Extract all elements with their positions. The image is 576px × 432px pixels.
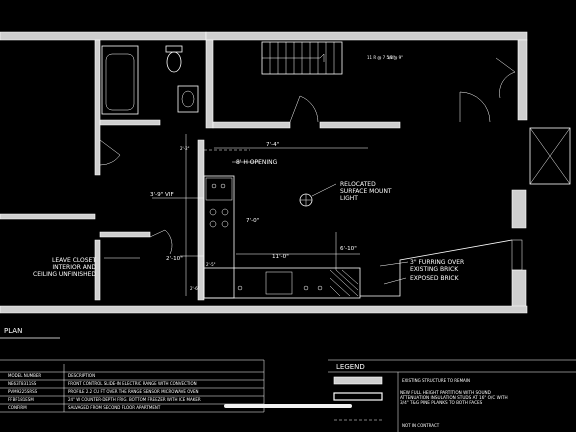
- bathtub: [101, 45, 139, 115]
- window-right: [529, 127, 571, 185]
- legend-swatch-existing: [333, 376, 383, 385]
- wall-right-upper: [517, 39, 528, 121]
- schedule-row-4-model: CONFIRM: [8, 405, 27, 410]
- door-swing-closet: [149, 229, 173, 255]
- label-opening: 8' H OPENING: [236, 159, 278, 166]
- radiator: [511, 239, 523, 271]
- dim-11-0: 11'-0": [272, 254, 289, 260]
- appliance-schedule: [0, 359, 265, 413]
- door-swing-right: [495, 57, 516, 99]
- label-furring-text: 3" FURRING OVER: [410, 259, 464, 266]
- legend-swatch-new: [333, 392, 383, 401]
- wall-closet-right: [94, 239, 101, 301]
- dim-2-6: 2'-6": [190, 286, 200, 291]
- schedule-row-2-desc: PROFILE 2.2 CU FT OVER THE RANGE SENSOR …: [68, 389, 199, 394]
- schedule-row-1-desc: FRONT CONTROL SLIDE-IN ELECTRIC RANGE WI…: [68, 381, 197, 386]
- label-closet-text-line2: INTERIOR AND: [52, 264, 96, 271]
- wall-right-mid: [511, 189, 527, 229]
- scroll-handle[interactable]: [224, 404, 352, 408]
- legend-box: [328, 359, 576, 432]
- schedule-header-desc: DESCRIPTION: [68, 373, 95, 378]
- dim-7-0: 7'-0": [246, 218, 260, 224]
- range-burners: [209, 208, 229, 228]
- toilet-tank: [165, 45, 183, 53]
- schedule-row-3-model: FFBF181ESM: [8, 397, 34, 402]
- wall-top-left: [0, 31, 207, 41]
- schedule-header-model: MODEL NUMBER: [8, 373, 41, 378]
- label-closet-text-line3: CEILING UNFINISHED: [33, 271, 96, 278]
- stair-note-2: 14 @ 9": [387, 55, 403, 60]
- toilet-icon: [166, 51, 182, 73]
- dim-2-10: 2'-10": [166, 256, 183, 262]
- dim-6-10: 6'-10": [340, 246, 357, 252]
- dim-7-4: 7'-4": [266, 142, 280, 148]
- wall-kitchen-left: [197, 139, 205, 301]
- label-light-line1-line2: SURFACE MOUNT: [340, 188, 392, 195]
- legend-item-new: NEW FULL HEIGHT PARTITION WITH SOUND ATT…: [400, 390, 508, 405]
- stairs: [261, 41, 343, 75]
- door-swing-hall: [289, 95, 319, 123]
- furring-wall: [360, 239, 513, 297]
- legend-item-nic: NOT IN CONTRACT: [402, 423, 440, 428]
- refrigerator: [205, 177, 233, 201]
- stair-note-1: 11 R @ 7 5/8": [367, 55, 395, 60]
- legend-item-existing: EXISTING STRUCTURE TO REMAIN: [402, 378, 470, 383]
- label-furring-text-line2: EXISTING BRICK: [410, 266, 459, 273]
- counter-hatch: [329, 269, 359, 297]
- sink: [265, 271, 293, 295]
- wall-closet-top: [0, 213, 96, 220]
- bath-sink-bowl: [181, 90, 195, 108]
- kitchen-counter-bottom: [203, 267, 361, 299]
- wall-upper-interior: [205, 39, 214, 129]
- wall-hall: [212, 121, 291, 129]
- door-swing-upper: [459, 91, 491, 123]
- wall-top-right: [205, 31, 528, 41]
- legend-title: LEGEND: [336, 363, 365, 371]
- schedule-row-3-desc: 24" W COUNTER-DEPTH FRIG. BOTTOM FREEZER…: [68, 397, 201, 402]
- light-fixture-icon: [299, 183, 337, 207]
- schedule-row-4-desc: SALVAGED FROM SECOND FLOOR APARTMENT: [68, 405, 161, 410]
- appliance-icons: [211, 183, 323, 291]
- label-light-line1-line3: LIGHT: [340, 195, 358, 202]
- legend-item-new-wrap: NEW FULL HEIGHT PARTITION WITH SOUND ATT…: [400, 390, 508, 405]
- wall-bath-bottom: [99, 119, 161, 126]
- leader-exposed: [383, 277, 407, 285]
- wall-hall-right: [319, 121, 401, 129]
- label-closet-text: LEAVE CLOSET: [52, 257, 96, 264]
- label-exposed: EXPOSED BRICK: [410, 275, 460, 282]
- plan-title: PLAN: [4, 327, 22, 335]
- door-swing-bath: [99, 139, 121, 166]
- bathtub-inner: [105, 53, 135, 111]
- schedule-row-1-model: NE63T8311SS: [8, 381, 37, 386]
- dim-3-9: 3'-9" VIF: [150, 192, 174, 198]
- wall-bottom: [0, 305, 528, 314]
- wall-closet-top2: [99, 231, 151, 238]
- dim-2-5: 2'-5": [206, 262, 216, 267]
- wall-bath-left: [94, 39, 101, 176]
- kitchen-counter-left: [203, 175, 235, 299]
- label-light-line1: RELOCATED: [340, 181, 376, 188]
- leader-furring: [379, 261, 409, 267]
- dimension-lines: [152, 134, 368, 296]
- schedule-row-2-model: PVM9225SRSS: [8, 389, 38, 394]
- bath-sink: [177, 85, 199, 113]
- dim-2-2: 2'-2": [180, 146, 190, 151]
